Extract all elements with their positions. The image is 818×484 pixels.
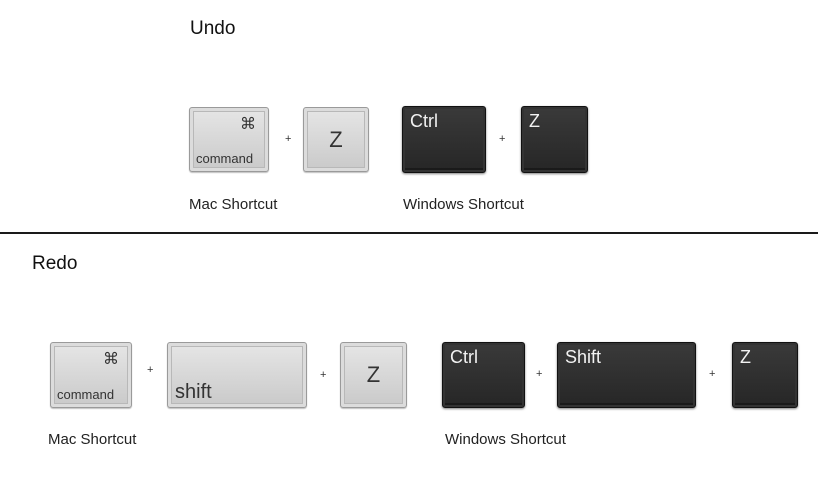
mac-shortcut-caption: Mac Shortcut bbox=[189, 196, 278, 213]
z-key-label: Z bbox=[740, 347, 751, 367]
command-key-label: command bbox=[196, 151, 254, 166]
mac-z-key: Z bbox=[340, 342, 407, 408]
windows-shortcut-caption: Windows Shortcut bbox=[403, 196, 524, 213]
z-key-label: Z bbox=[366, 362, 381, 387]
windows-ctrl-key: Ctrl bbox=[442, 342, 525, 408]
z-key-label: Z bbox=[329, 126, 343, 152]
ctrl-key-label: Ctrl bbox=[410, 111, 438, 131]
undo-heading: Undo bbox=[190, 18, 236, 39]
windows-z-key: Z bbox=[521, 106, 588, 173]
mac-command-key: ⌘ command bbox=[189, 107, 269, 172]
windows-shortcut-caption: Windows Shortcut bbox=[445, 431, 566, 448]
z-key-label: Z bbox=[529, 111, 540, 131]
windows-shift-key: Shift bbox=[557, 342, 696, 408]
shift-key-label: Shift bbox=[565, 347, 602, 367]
mac-shift-key: shift bbox=[167, 342, 307, 408]
command-icon: ⌘ bbox=[103, 351, 119, 368]
shift-key-label: shift bbox=[175, 381, 212, 403]
mac-shortcut-caption: Mac Shortcut bbox=[48, 431, 137, 448]
plus-sign: + bbox=[147, 364, 154, 376]
windows-ctrl-key: Ctrl bbox=[402, 106, 486, 173]
command-icon: ⌘ bbox=[240, 116, 256, 133]
plus-sign: + bbox=[285, 133, 292, 145]
plus-sign: + bbox=[320, 369, 327, 381]
plus-sign: + bbox=[536, 368, 543, 380]
windows-z-key: Z bbox=[732, 342, 798, 408]
ctrl-key-label: Ctrl bbox=[450, 347, 478, 367]
plus-sign: + bbox=[709, 368, 716, 380]
mac-z-key: Z bbox=[303, 107, 369, 172]
command-key-label: command bbox=[57, 387, 115, 402]
mac-command-key: ⌘ command bbox=[50, 342, 132, 408]
redo-heading: Redo bbox=[32, 253, 78, 274]
plus-sign: + bbox=[499, 133, 506, 145]
section-divider bbox=[0, 232, 818, 234]
